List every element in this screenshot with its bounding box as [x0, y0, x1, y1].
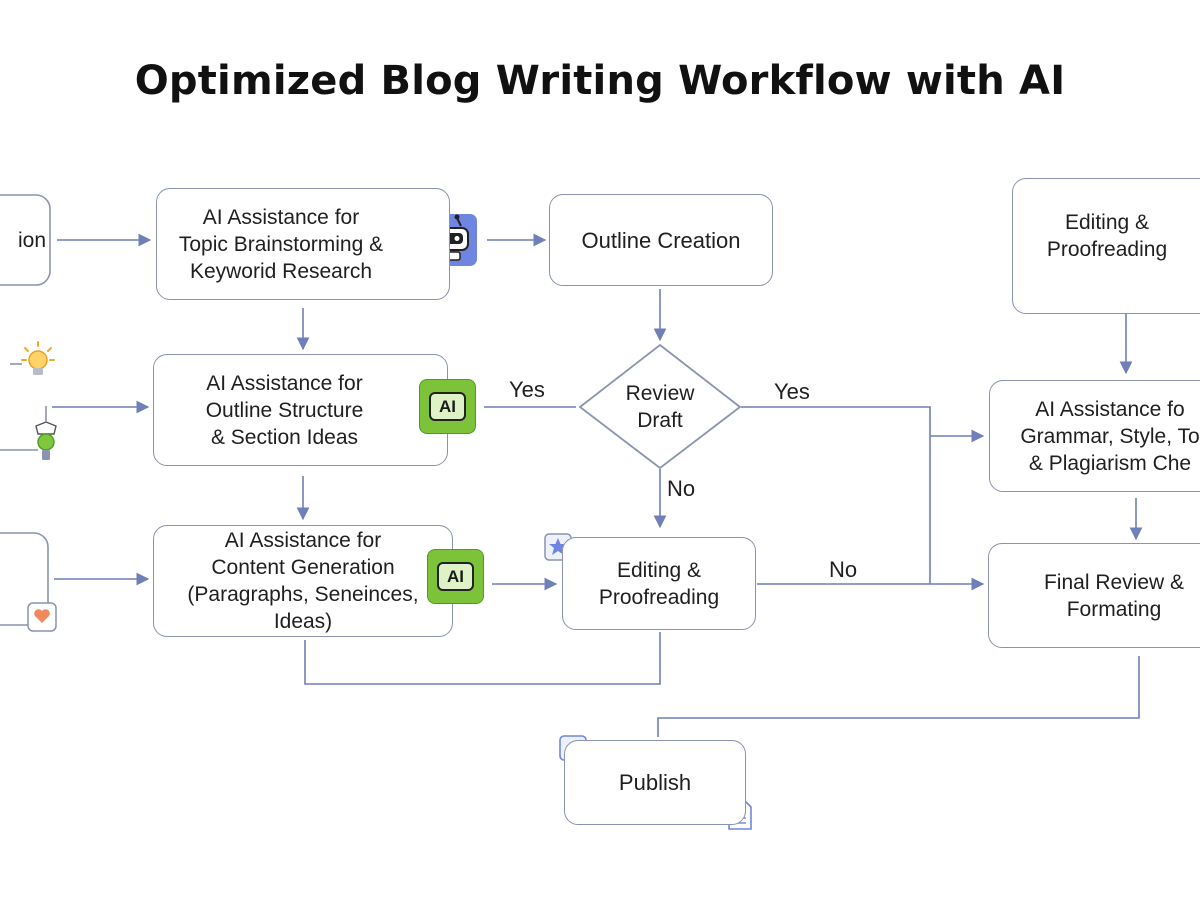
edge-label-no-right: No [829, 557, 858, 582]
edge-final-to-publish [657, 656, 1140, 737]
ai-chip-icon: AI [419, 379, 476, 434]
review-line-2: Draft [637, 409, 683, 432]
left-box-bottom [0, 532, 49, 626]
node-content-line-1: AI Assistance for [224, 529, 382, 552]
node-outline-label: Outline Creation [581, 227, 741, 253]
review-line-1: Review [625, 382, 695, 405]
ai-circle-label: AI [1118, 280, 1130, 294]
editing-right-line-1: Editing & [1064, 211, 1150, 234]
node-topic-line-1: AI Assistance for [202, 205, 360, 229]
node-outline-structure: AI Assistance for Outline Structure & Se… [153, 354, 448, 466]
edge-label-yes-left: Yes [509, 377, 545, 402]
node-left-top: ion [0, 195, 50, 285]
left-box-top [0, 194, 51, 286]
node-outline-creation: Outline Creation [549, 194, 773, 286]
node-topic-line-3: Keyworid Research [189, 259, 373, 283]
grammar-line-1: AI Assistance fo [1035, 397, 1185, 421]
node-content-line-2: Content Generation [211, 556, 395, 579]
ai-chip-icon-2: AI [427, 549, 484, 604]
node-structure-line-2: Outline Structure [205, 398, 364, 422]
ai-chip-label-2: AI [437, 562, 474, 591]
edge-label-no-down: No [667, 476, 696, 501]
edge-yes-right [741, 406, 931, 584]
review-draft-diamond [578, 343, 742, 470]
lightbulb-plug-icon [0, 406, 57, 460]
node-topic-line-2: Topic Brainstorming & [178, 232, 384, 256]
node-topic-research: AI Assistance for Topic Brainstorming & … [156, 188, 450, 300]
node-publish: Publish [564, 740, 746, 825]
node-content-line-3: (Paragraphs, Seneinces, Ideas) [187, 583, 419, 633]
node-content-generation: AI Assistance for Content Generation (Pa… [153, 525, 453, 637]
node-structure-line-1: AI Assistance for [206, 371, 363, 395]
editing-mid-line-1: Editing & [616, 558, 702, 582]
edge-label-yes-right: Yes [774, 379, 810, 404]
node-editing-right: Editing & Proofreading [1012, 178, 1200, 314]
ai-chip-label: AI [429, 392, 466, 421]
node-left-top-label: ion [17, 228, 46, 252]
final-line-2: Formating [1066, 597, 1162, 621]
node-final-review: Final Review & Formating [988, 543, 1200, 648]
editing-right-line-2: Proofreading [1046, 238, 1168, 261]
node-review-draft: Review Draft [600, 372, 720, 442]
node-grammar-check: AI Assistance fo Grammar, Style, To & Pl… [989, 380, 1200, 492]
grammar-line-3: & Plagiarism Che [1028, 451, 1192, 475]
final-line-1: Final Review & [1043, 570, 1185, 594]
publish-label: Publish [618, 770, 692, 795]
node-structure-line-3: & Section Ideas [210, 425, 359, 449]
lightbulb-icon [10, 341, 55, 375]
editing-mid-line-2: Proofreading [598, 585, 720, 609]
heart-chat-icon [27, 602, 57, 632]
connectors [52, 233, 1143, 737]
edge-loop-bottom [304, 632, 661, 685]
page-title: Optimized Blog Writing Workflow with AI [134, 58, 1066, 104]
grammar-line-2: Grammar, Style, To [1020, 424, 1200, 448]
node-editing-middle: Editing & Proofreading [562, 537, 756, 630]
